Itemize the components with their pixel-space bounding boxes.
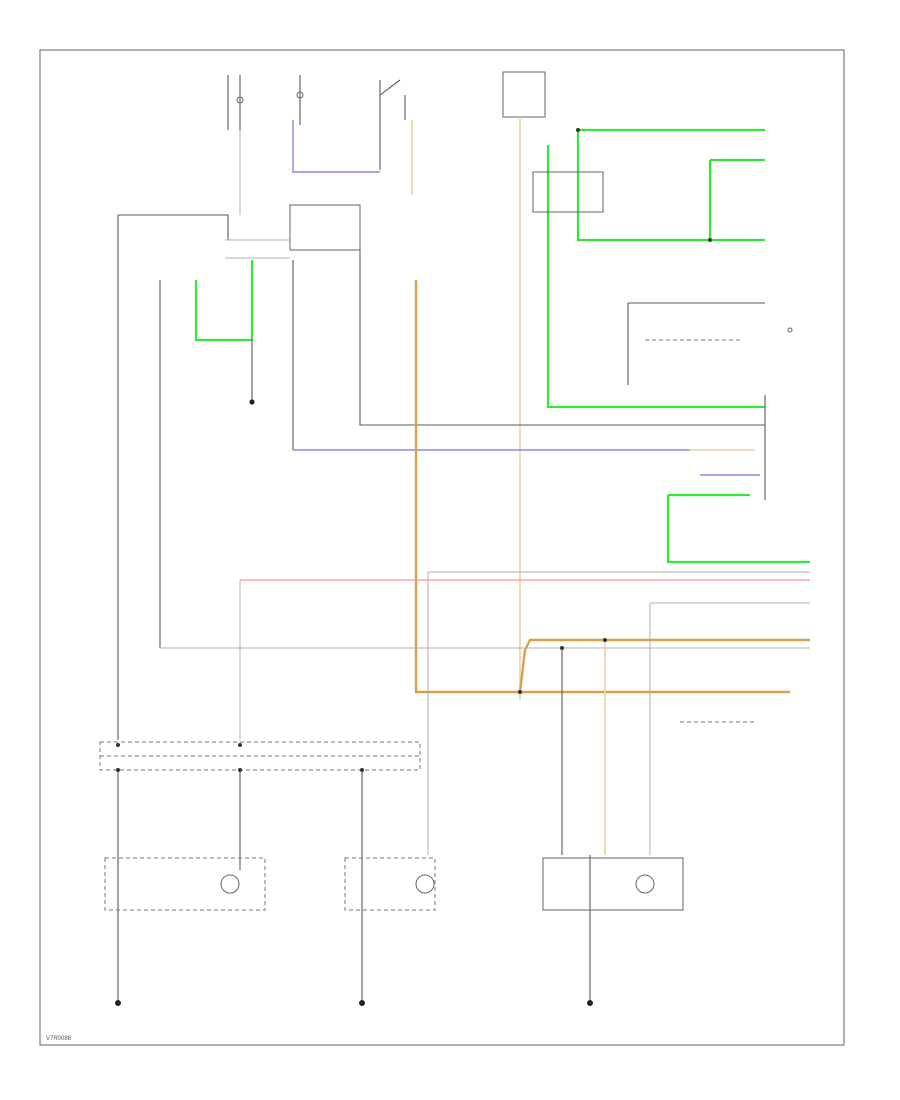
right-control-module-box xyxy=(532,171,604,213)
lamp-icon xyxy=(415,874,435,894)
lamp-icon xyxy=(220,874,240,894)
lower-connector-rails xyxy=(99,741,421,771)
right-switch-box xyxy=(627,302,793,385)
top-switch xyxy=(379,79,406,170)
wire-tan-main xyxy=(414,280,810,694)
ground-icon xyxy=(115,1000,121,1006)
left-relay-module xyxy=(118,204,361,259)
right-connector-stack xyxy=(666,395,810,564)
top-center-relay-box xyxy=(502,71,546,118)
wire-green-left xyxy=(194,260,254,342)
center-lamp-housing xyxy=(344,857,436,911)
frame-code-label: V7R0086 xyxy=(46,1036,72,1042)
right-green-network xyxy=(546,128,765,409)
left-lamp-housing xyxy=(104,857,266,911)
wire-left-6 xyxy=(359,250,765,426)
wire-blue-top xyxy=(292,120,380,173)
ground-icon xyxy=(587,1000,593,1006)
lamp-icon xyxy=(635,874,655,894)
top-left-fuse-block xyxy=(227,75,304,215)
ground-icon xyxy=(249,399,255,405)
diagram-frame xyxy=(39,49,845,1046)
right-lamp-housing xyxy=(542,857,684,911)
splice-dots xyxy=(116,128,712,772)
ground-icon xyxy=(359,1000,365,1006)
